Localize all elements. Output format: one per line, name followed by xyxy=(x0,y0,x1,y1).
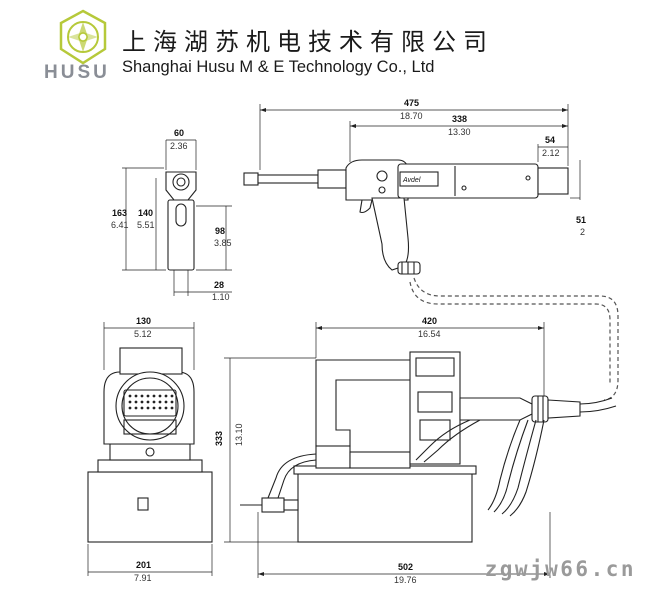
dim-front-total-in: 6.41 xyxy=(111,220,129,230)
dim-gun-body-in: 13.30 xyxy=(448,127,471,137)
dim-unit-toplen-mm: 420 xyxy=(422,316,437,326)
dim-gun-overall-in: 18.70 xyxy=(400,111,423,121)
dim-gun-right-in: 2 xyxy=(580,227,585,237)
avdel-label: Avdel xyxy=(402,177,421,184)
dim-unit-basew-in: 7.91 xyxy=(134,573,152,583)
dim-gun-rear-in: 2.12 xyxy=(542,148,560,158)
dim-unit-toplen-in: 16.54 xyxy=(418,329,441,339)
dim-front-grip-mm: 98 xyxy=(215,226,225,236)
brand-word: HUSU xyxy=(44,62,110,83)
dim-unit-height-mm: 333 xyxy=(214,431,224,446)
dim-gun-right-mm: 51 xyxy=(576,215,586,225)
dim-gun-rear-mm: 54 xyxy=(545,135,555,145)
dim-front-gripw-mm: 28 xyxy=(214,280,224,290)
dim-unit-baselen-mm: 502 xyxy=(398,562,413,572)
company-name-chinese: 上海湖苏机电技术有限公司 xyxy=(122,28,494,56)
husu-logo-icon xyxy=(59,9,107,65)
dim-front-width-in: 2.36 xyxy=(170,141,188,151)
dim-unit-height-in: 13.10 xyxy=(234,423,244,446)
dim-gun-overall-mm: 475 xyxy=(404,98,419,108)
gun-side-view: Avdel 475 18.70 338 13.30 xyxy=(243,98,619,401)
dim-unit-topw-in: 5.12 xyxy=(134,329,152,339)
dim-front-upper-in: 5.51 xyxy=(137,220,155,230)
watermark: zgwjw66.cn xyxy=(484,557,636,581)
gun-front-view: 60 2.36 163 6.41 140 5.51 98 3.85 28 1.1… xyxy=(111,128,232,302)
dim-front-width-mm: 60 xyxy=(174,128,184,138)
dim-front-total-mm: 163 xyxy=(112,208,127,218)
dim-unit-topw-mm: 130 xyxy=(136,316,151,326)
unit-front-view: 130 5.12 201 7.91 xyxy=(87,316,213,583)
dim-front-grip-in: 3.85 xyxy=(214,238,232,248)
company-name-english: Shanghai Husu M & E Technology Co., Ltd xyxy=(122,58,435,76)
dim-unit-baselen-in: 19.76 xyxy=(394,575,417,585)
dim-front-upper-mm: 140 xyxy=(138,208,153,218)
dim-front-gripw-in: 1.10 xyxy=(212,292,230,302)
unit-side-view: 420 16.54 333 13.10 502 19.76 xyxy=(214,316,617,585)
dim-unit-basew-mm: 201 xyxy=(136,560,151,570)
dim-gun-body-mm: 338 xyxy=(452,114,467,124)
